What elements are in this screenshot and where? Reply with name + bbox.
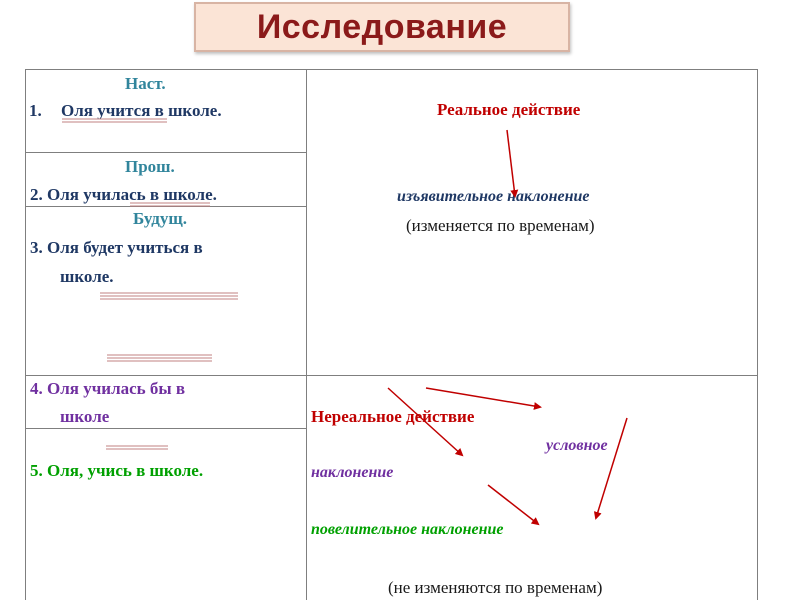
arrow-to-imperative xyxy=(487,484,540,526)
double-underline-1 xyxy=(62,118,167,123)
table-divider-column xyxy=(306,69,307,600)
row-divider-main xyxy=(25,375,758,376)
double-underline-4 xyxy=(107,354,212,362)
present-tense-label: Наст. xyxy=(125,74,166,93)
sentence-4-line-2: школе xyxy=(60,407,110,426)
row-divider-1 xyxy=(25,152,306,153)
conditional-mood-word-1: условное xyxy=(546,437,608,454)
conditional-mood-word-2: наклонение xyxy=(311,464,394,481)
sentence-2: 2. Оля училась в школе. xyxy=(30,185,217,204)
future-tense-label: Будущ. xyxy=(133,209,187,228)
table-border-right xyxy=(757,69,758,600)
table-border-top xyxy=(25,69,758,70)
imperative-mood: повелительное наклонение xyxy=(311,521,504,538)
indicative-mood: изъявительное наклонение xyxy=(397,188,590,205)
arrow-real-to-indicative xyxy=(506,129,519,198)
arrow-unreal-to-conditional xyxy=(425,387,542,410)
row-divider-3 xyxy=(25,428,306,429)
sentence-3-line-2: школе. xyxy=(60,267,114,286)
sentence-5: 5. Оля, учись в школе. xyxy=(30,461,204,480)
table-border-left xyxy=(25,69,26,600)
sentence-3-line-1: 3. Оля будет учиться в xyxy=(30,238,203,257)
real-action-heading: Реальное действие xyxy=(437,100,581,119)
unreal-note: (не изменяются по временам) xyxy=(388,578,603,597)
double-underline-2 xyxy=(130,202,210,207)
double-underline-5 xyxy=(106,445,168,450)
double-underline-3 xyxy=(100,292,238,300)
sentence-1-number: 1. xyxy=(29,101,42,120)
title-box: Исследование xyxy=(194,2,570,52)
sentence-1: Оля учится в школе. xyxy=(61,101,222,120)
past-tense-label: Прош. xyxy=(125,157,175,176)
arrow-conditional-down xyxy=(593,417,628,520)
arrow-to-conditional-word xyxy=(387,387,464,457)
page-title: Исследование xyxy=(256,7,508,46)
unreal-action-heading: Нереальное действие xyxy=(311,407,475,426)
sentence-4-line-1: 4. Оля училась бы в xyxy=(30,379,186,398)
indicative-note: (изменяется по временам) xyxy=(406,216,595,235)
